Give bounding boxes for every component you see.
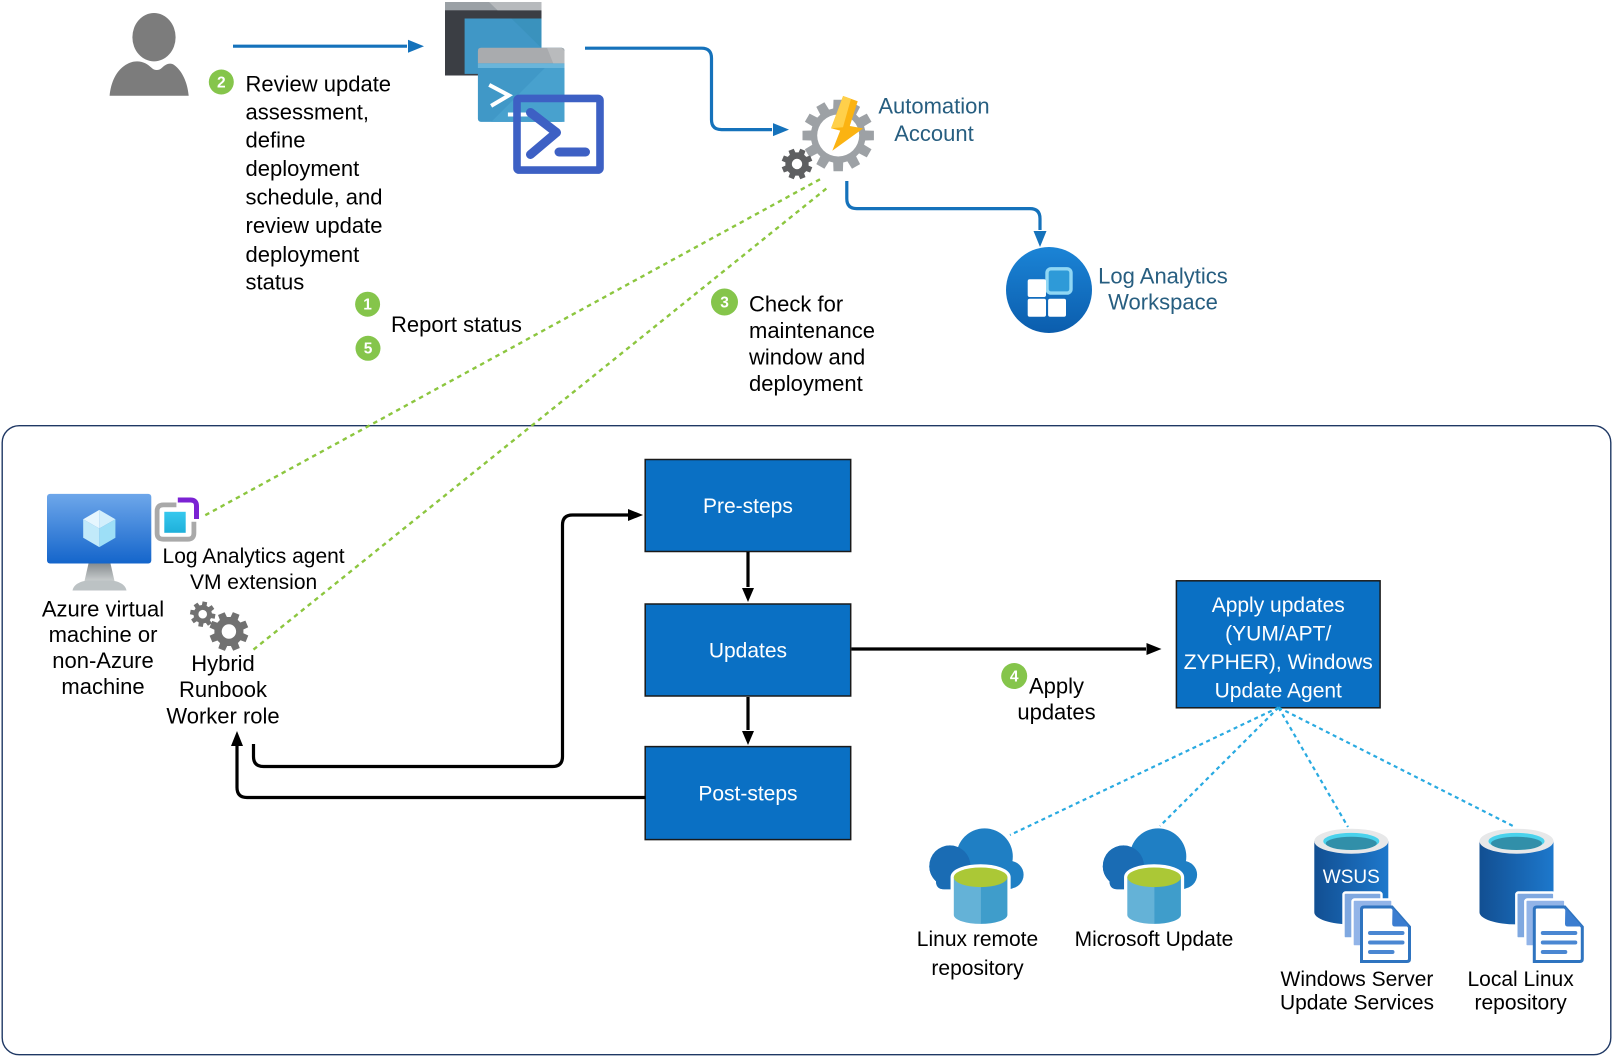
svg-text:repository: repository (931, 957, 1024, 980)
svg-text:4: 4 (1010, 668, 1019, 685)
svg-text:5: 5 (364, 341, 373, 358)
svg-text:Linux remote: Linux remote (917, 928, 1038, 951)
svg-text:review update: review update (246, 213, 383, 238)
svg-text:Automation: Automation (878, 93, 989, 118)
svg-text:Azure virtual: Azure virtual (42, 596, 164, 621)
svg-text:Local Linux: Local Linux (1467, 968, 1574, 991)
svg-text:ZYPHER), Windows: ZYPHER), Windows (1184, 651, 1373, 674)
svg-text:non-Azure: non-Azure (52, 648, 154, 673)
svg-text:Pre-steps: Pre-steps (703, 495, 793, 518)
svg-text:deployment: deployment (246, 156, 360, 181)
svg-text:Apply: Apply (1029, 674, 1084, 699)
svg-text:deployment: deployment (246, 242, 360, 267)
svg-text:Workspace: Workspace (1108, 290, 1218, 315)
svg-text:repository: repository (1474, 992, 1567, 1015)
svg-text:assessment,: assessment, (246, 99, 370, 124)
svg-text:updates: updates (1017, 700, 1095, 725)
svg-text:Runbook: Runbook (179, 677, 268, 702)
svg-text:machine or: machine or (49, 622, 158, 647)
svg-text:(YUM/APT/: (YUM/APT/ (1225, 623, 1331, 646)
svg-text:window and: window and (748, 345, 865, 370)
svg-text:Updates: Updates (709, 640, 787, 663)
svg-text:Post-steps: Post-steps (698, 783, 797, 806)
svg-text:3: 3 (720, 294, 729, 311)
svg-text:Update Agent: Update Agent (1215, 680, 1342, 703)
svg-text:maintenance: maintenance (749, 318, 875, 343)
svg-text:define: define (246, 128, 306, 153)
svg-text:2: 2 (217, 74, 226, 91)
svg-text:Report status: Report status (391, 312, 522, 337)
svg-text:machine: machine (61, 674, 144, 699)
svg-text:Microsoft Update: Microsoft Update (1075, 928, 1234, 951)
svg-text:1: 1 (363, 297, 372, 314)
svg-text:Windows Server: Windows Server (1281, 968, 1434, 991)
svg-text:VM extension: VM extension (190, 571, 317, 594)
svg-text:Log Analytics agent: Log Analytics agent (163, 545, 345, 568)
svg-text:Apply updates: Apply updates (1212, 594, 1345, 617)
svg-text:deployment: deployment (749, 371, 863, 396)
svg-text:Update Services: Update Services (1280, 992, 1434, 1015)
svg-text:Hybrid: Hybrid (191, 651, 255, 676)
svg-text:Log Analytics: Log Analytics (1098, 264, 1228, 289)
svg-text:Worker role: Worker role (166, 704, 279, 729)
svg-text:WSUS: WSUS (1323, 867, 1380, 888)
svg-text:schedule, and: schedule, and (246, 185, 383, 210)
svg-text:Review update: Review update (246, 71, 392, 96)
svg-text:Check for: Check for (749, 292, 843, 317)
svg-text:status: status (246, 270, 305, 295)
svg-text:Account: Account (894, 121, 974, 146)
